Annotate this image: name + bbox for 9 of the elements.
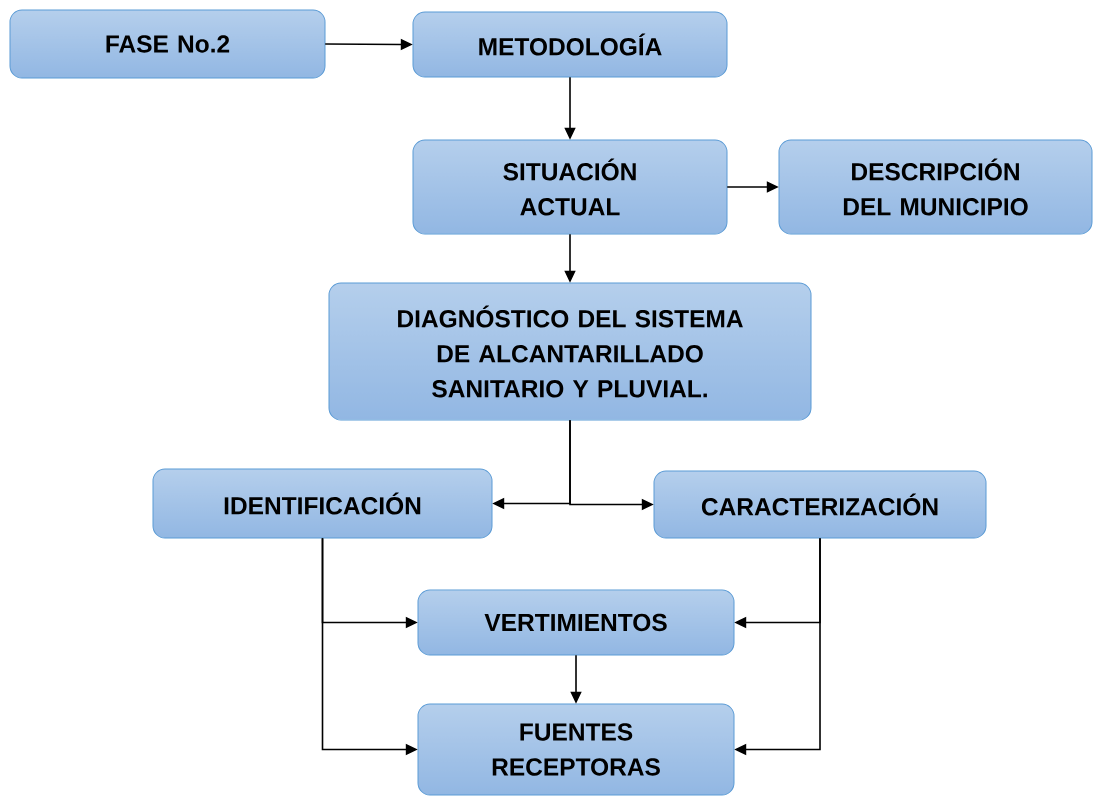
process-box: CARACTERIZACIÓN: [653, 470, 987, 539]
process-box: METODOLOGÍA: [412, 11, 728, 78]
process-box: SITUACIÓN ACTUAL: [412, 139, 728, 235]
process-box: IDENTIFICACIÓN: [152, 468, 493, 539]
process-box: FASE No.2: [9, 9, 326, 79]
process-box: VERTIMIENTOS: [417, 589, 735, 656]
process-box: DIAGNÓSTICO DEL SISTEMA DE ALCANTARILLADO SANITARIO Y PLUVIAL.: [328, 282, 812, 421]
process-box: DESCRIPCIÓN DEL MUNICIPIO: [778, 139, 1093, 235]
process-box: FUENTES RECEPTORAS: [417, 703, 735, 796]
